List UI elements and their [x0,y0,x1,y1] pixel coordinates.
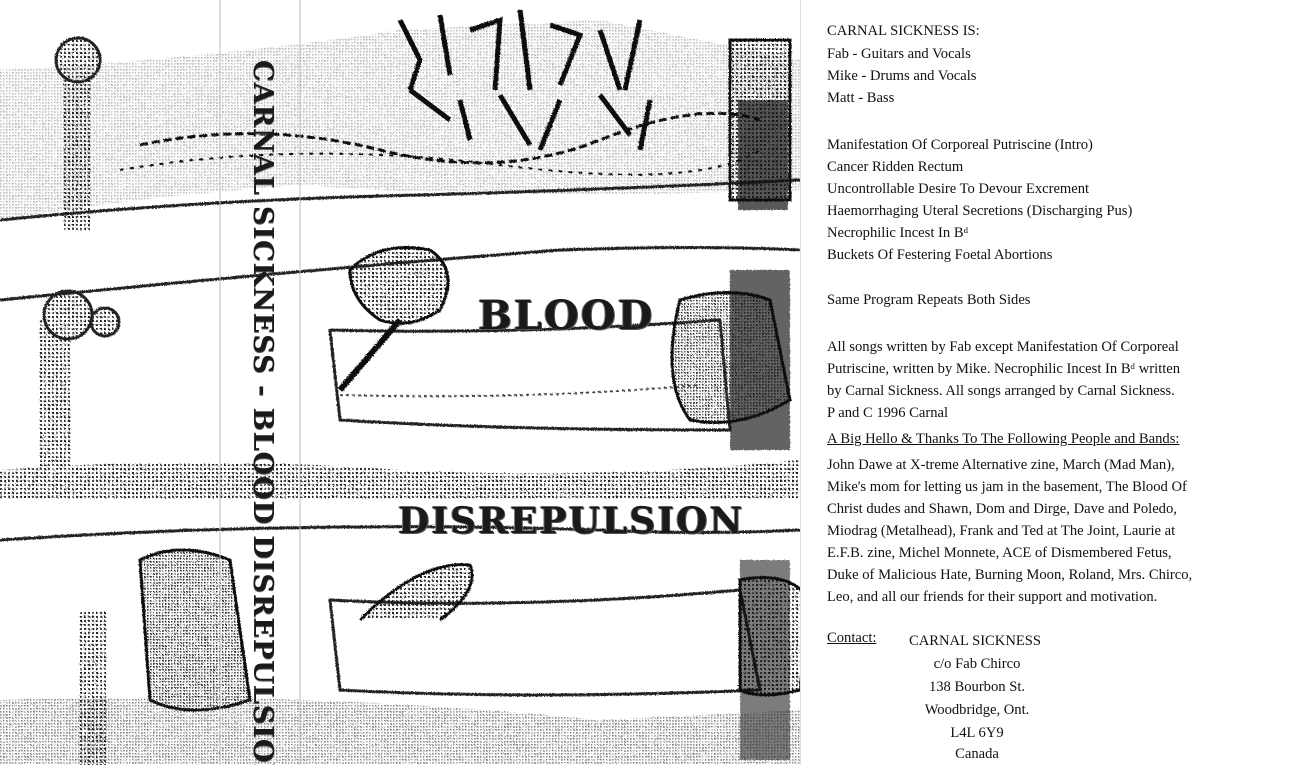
thanks-line: Miodrag (Metalhead), Frank and Ted at Th… [827,523,1176,539]
track-item: Haemorrhaging Uteral Secretions (Dischar… [827,203,1133,219]
program-note: Same Program Repeats Both Sides [827,292,1031,308]
address-line: 138 Bourbon St. [928,679,1026,695]
track-item: Cancer Ridden Rectum [827,159,964,175]
cassette-cover-art: CARNAL SICKNESS - BLOOD DISREPULSION BLO… [0,0,800,765]
lineup-member: Matt - Bass [827,90,895,106]
band-logo [397,9,653,151]
credits-line: by Carnal Sickness. All songs arranged b… [827,383,1175,399]
bottom-panel-scene [0,525,800,765]
thanks-line: John Dawe at X-treme Alternative zine, M… [827,457,1175,473]
thanks-line: Christ dudes and Shawn, Dom and Dirge, D… [827,501,1177,517]
track-item: Necrophilic Incest In Bᵈ [827,225,969,241]
thanks-line: Leo, and all our friends for their suppo… [827,589,1158,605]
lineup-heading: CARNAL SICKNESS IS: [827,23,980,39]
address-line: Woodbridge, Ont. [924,702,1030,718]
address-line: Canada [955,746,999,762]
top-panel-scene [0,9,800,230]
credits-line: P and C 1996 Carnal [827,405,949,421]
credits-line: Putriscine, written by Mike. Necrophilic… [827,361,1181,377]
liner-notes-panel: CARNAL SICKNESS IS: Fab - Guitars and Vo… [800,0,1290,765]
track-item: Buckets Of Festering Foetal Abortions [827,247,1053,263]
credits-line: All songs written by Fab except Manifest… [827,339,1179,355]
middle-panel-scene [0,246,800,500]
spine-title: CARNAL SICKNESS - BLOOD DISREPULSION [247,60,278,765]
address-line: CARNAL SICKNESS [908,633,1042,649]
cover-illustration [0,0,800,765]
lineup-member: Mike - Drums and Vocals [827,68,977,84]
thanks-heading: A Big Hello & Thanks To The Following Pe… [827,431,1180,447]
thanks-line: E.F.B. zine, Michel Monnete, ACE of Dism… [827,545,1172,561]
track-item: Manifestation Of Corporeal Putriscine (I… [827,137,1093,153]
album-title-blood: BLOOD [478,292,655,339]
thanks-line: Duke of Malicious Hate, Burning Moon, Ro… [827,567,1193,583]
thanks-line: Mike's mom for letting us jam in the bas… [827,479,1187,495]
address-line: L4L 6Y9 [950,725,1004,741]
address-line: c/o Fab Chirco [933,656,1021,672]
lineup-member: Fab - Guitars and Vocals [827,46,971,62]
contact-label: Contact: [827,630,877,646]
album-title-disrepulsion: DISREPULSION [398,500,745,542]
track-item: Uncontrollable Desire To Devour Excremen… [827,181,1090,197]
